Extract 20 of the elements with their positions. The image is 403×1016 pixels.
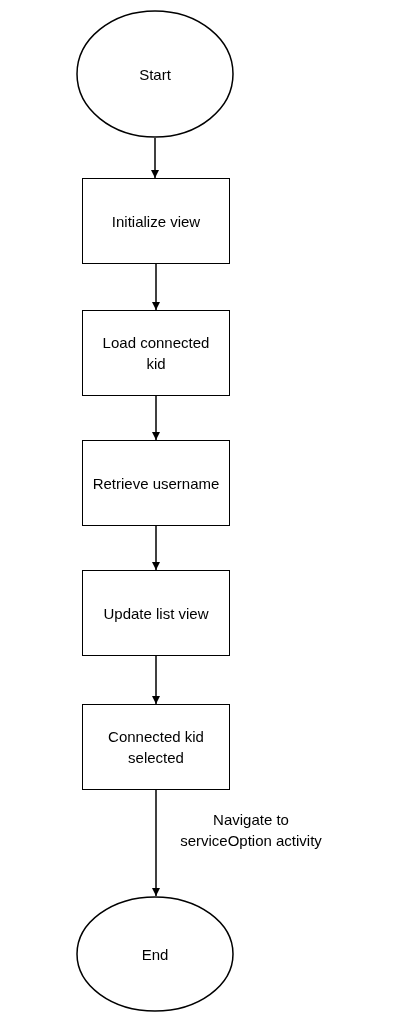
start-ellipse — [76, 10, 234, 138]
arrow — [152, 395, 160, 441]
process-box — [82, 704, 230, 790]
node-label: Update list view — [102, 603, 210, 624]
node-label: End — [140, 944, 170, 965]
arrow — [152, 525, 160, 571]
arrow — [152, 655, 160, 705]
arrow — [151, 137, 159, 179]
arrow — [152, 263, 160, 311]
node-label: Retrieve username — [91, 473, 221, 494]
end-ellipse — [76, 896, 234, 1012]
process-box — [82, 178, 230, 264]
arrow — [152, 789, 160, 897]
node-label: Initialize view — [110, 211, 202, 232]
node-label: Connected kid selected — [107, 727, 205, 768]
node-label: Start — [138, 64, 172, 85]
process-box — [82, 440, 230, 526]
node-label: Load connected kid — [101, 333, 211, 374]
process-box — [82, 310, 230, 396]
process-box — [82, 570, 230, 656]
